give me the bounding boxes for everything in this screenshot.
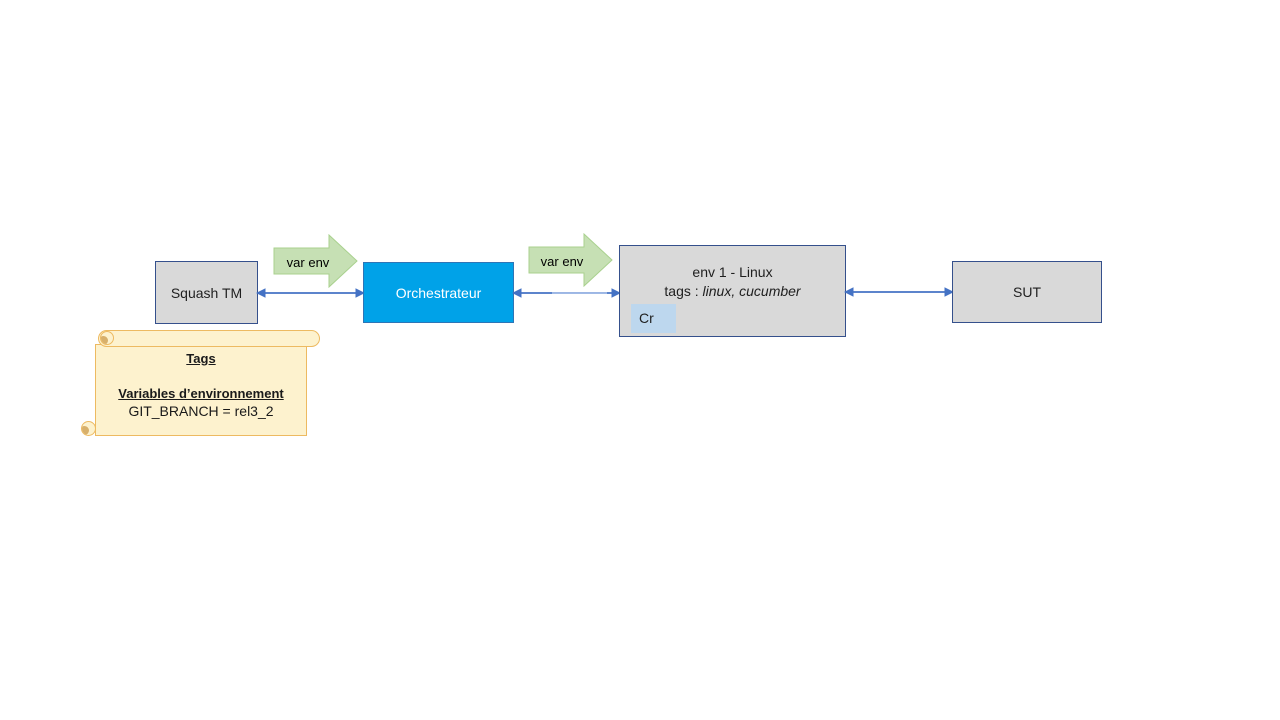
env1-title: env 1 - Linux — [692, 264, 773, 280]
orchestrateur-label: Orchestrateur — [395, 284, 482, 301]
note-scroll-curl-top-shadow — [101, 336, 108, 344]
sut-node: SUT — [952, 261, 1102, 323]
var-env-label-left: var env — [286, 255, 330, 270]
orchestrateur-node: Orchestrateur — [363, 262, 514, 323]
note-git-branch-line: GIT_BRANCH = rel3_2 — [128, 403, 274, 419]
env1-cr-badge: Cr — [631, 304, 676, 333]
env-sut-double-arrow-icon — [844, 287, 954, 297]
note-scroll-curl-top-icon — [100, 331, 114, 345]
squash-tm-node: Squash TM — [155, 261, 258, 324]
env1-cr-badge-label: Cr — [639, 310, 654, 326]
note-scroll-curl-bottom-shadow — [82, 426, 89, 435]
squash-orchestrateur-double-arrow-icon — [256, 288, 365, 298]
note-heading: Tags — [186, 351, 216, 366]
note-subheading: Variables d’environnement — [118, 386, 284, 401]
squash-tm-label: Squash TM — [170, 284, 243, 301]
note-scroll-body — [95, 344, 307, 436]
note-scroll-curl-bottom-icon — [81, 421, 96, 436]
env1-tags-line: tags : linux, cucumber — [664, 282, 800, 301]
env1-tags-value: linux, cucumber — [702, 283, 801, 299]
env1-node: env 1 - Linux tags : linux, cucumber Cr — [619, 245, 846, 337]
note-text-block: Tags Variables d’environnement GIT_BRANC… — [95, 348, 307, 419]
env1-tags-prefix: tags : — [664, 283, 703, 299]
var-env-arrow-right-icon — [528, 233, 613, 287]
note-scroll-top-roll — [98, 330, 320, 347]
var-env-label-right: var env — [540, 254, 584, 269]
var-env-arrow-left-icon — [273, 234, 358, 288]
sut-label: SUT — [1013, 284, 1041, 300]
orchestrateur-env-double-arrow-icon — [512, 288, 621, 298]
